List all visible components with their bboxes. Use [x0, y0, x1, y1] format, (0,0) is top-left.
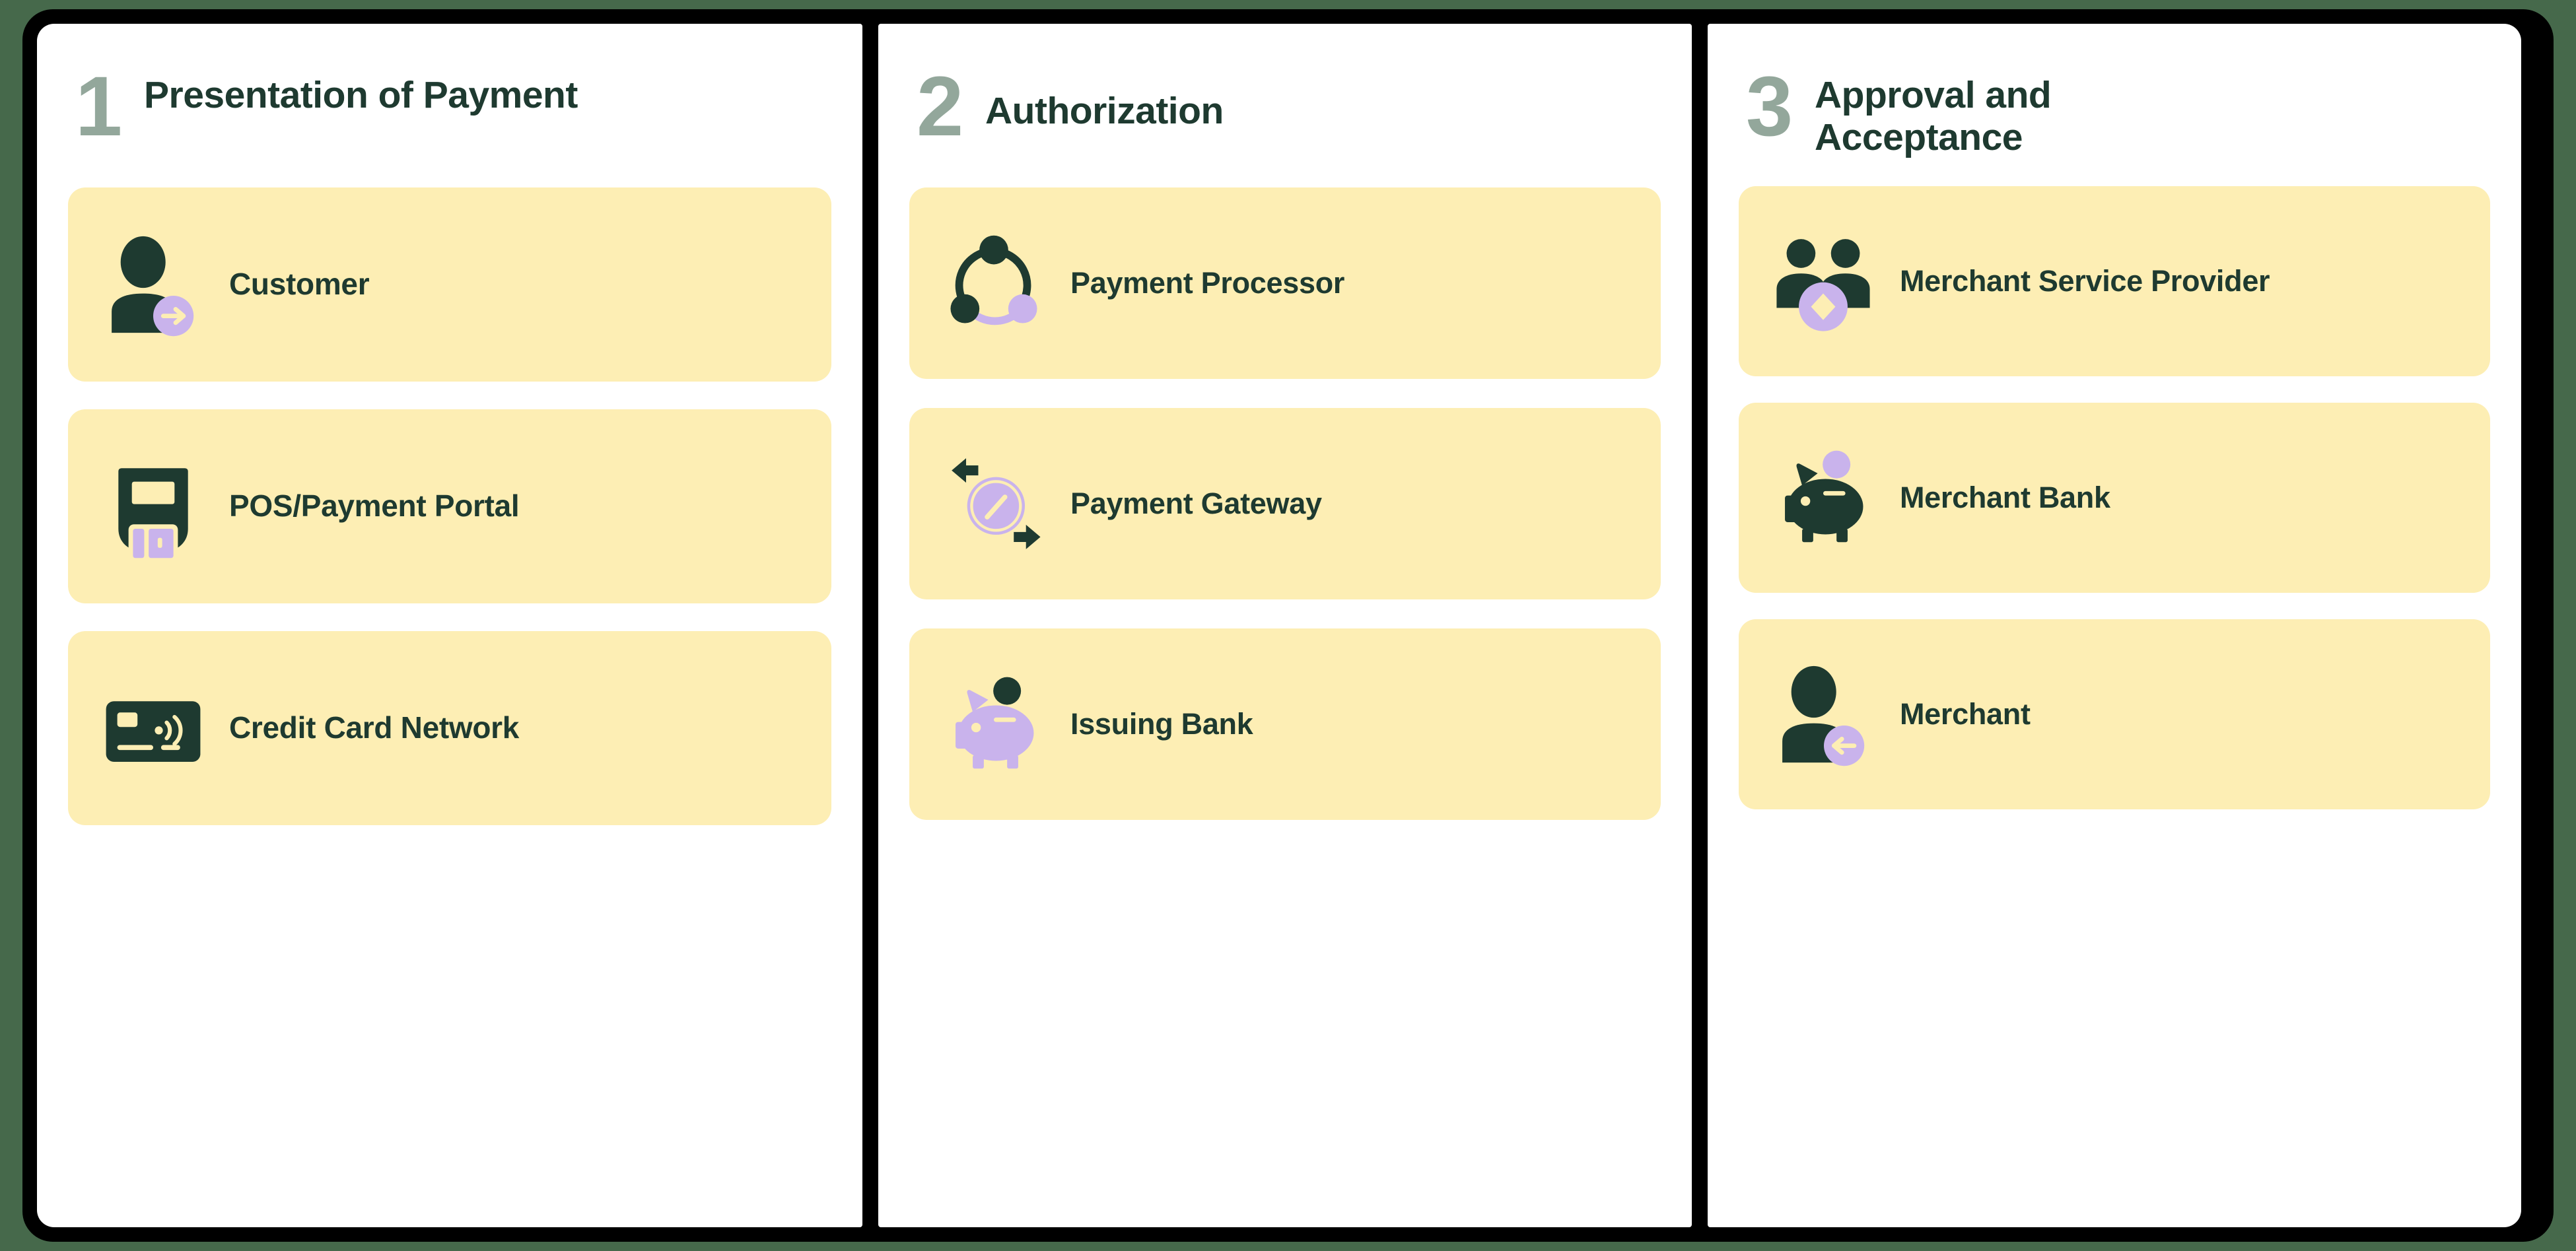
panel-step-2: 2 Authorization Payment Processor [878, 24, 1692, 1227]
contactless-credit-card-icon [97, 665, 229, 791]
list-item[interactable]: Customer [68, 187, 831, 382]
panel-1-header: 1 Presentation of Payment [37, 24, 862, 164]
infographic-board: 1 Presentation of Payment Customer [22, 9, 2554, 1242]
panel-2-rows: Payment Processor Payment Gateway [878, 164, 1692, 820]
step-number-1: 1 [75, 59, 122, 154]
pos-terminal-card-icon [97, 444, 229, 569]
list-item[interactable]: Merchant Service Provider [1739, 186, 2490, 376]
list-item-label: Merchant Bank [1900, 480, 2110, 514]
list-item-label: POS/Payment Portal [229, 489, 520, 524]
list-item-label: Credit Card Network [229, 710, 520, 745]
list-item-label: Payment Gateway [1070, 486, 1322, 520]
list-item-label: Merchant [1900, 696, 2031, 731]
list-item[interactable]: Payment Gateway [909, 408, 1661, 599]
list-item[interactable]: POS/Payment Portal [68, 409, 831, 603]
list-item-label: Merchant Service Provider [1900, 263, 2270, 298]
panel-step-3: 3 Approval and Acceptance Merchant Servi… [1708, 24, 2521, 1227]
panel-1-rows: Customer POS/Payment Portal [37, 164, 862, 825]
list-item[interactable]: Payment Processor [909, 187, 1661, 379]
list-item-label: Customer [229, 267, 370, 302]
panel-3-rows: Merchant Service Provider Merchan [1708, 164, 2521, 809]
list-item-label: Payment Processor [1070, 265, 1345, 300]
gateway-arrows-icon [938, 441, 1070, 566]
person-arrow-left-icon [1768, 652, 1900, 777]
panel-2-title: Authorization [985, 90, 1224, 132]
list-item[interactable]: Issuing Bank [909, 628, 1661, 820]
network-nodes-icon [938, 220, 1070, 346]
list-item[interactable]: Merchant [1739, 619, 2490, 809]
piggy-bank-dark-icon [1768, 435, 1900, 560]
list-item[interactable]: Merchant Bank [1739, 403, 2490, 593]
step-number-2: 2 [917, 59, 963, 154]
piggy-bank-lavender-icon [938, 661, 1070, 787]
person-arrow-right-icon [97, 222, 229, 347]
list-item[interactable]: Credit Card Network [68, 631, 831, 825]
panel-step-1: 1 Presentation of Payment Customer [37, 24, 862, 1227]
panel-3-title: Approval and Acceptance [1815, 74, 2052, 158]
people-group-diamond-icon [1768, 219, 1900, 344]
panel-2-header: 2 Authorization [878, 24, 1692, 164]
panel-3-header: 3 Approval and Acceptance [1708, 24, 2521, 164]
step-number-3: 3 [1746, 59, 1793, 154]
list-item-label: Issuing Bank [1070, 706, 1253, 741]
panel-1-title: Presentation of Payment [144, 74, 578, 116]
